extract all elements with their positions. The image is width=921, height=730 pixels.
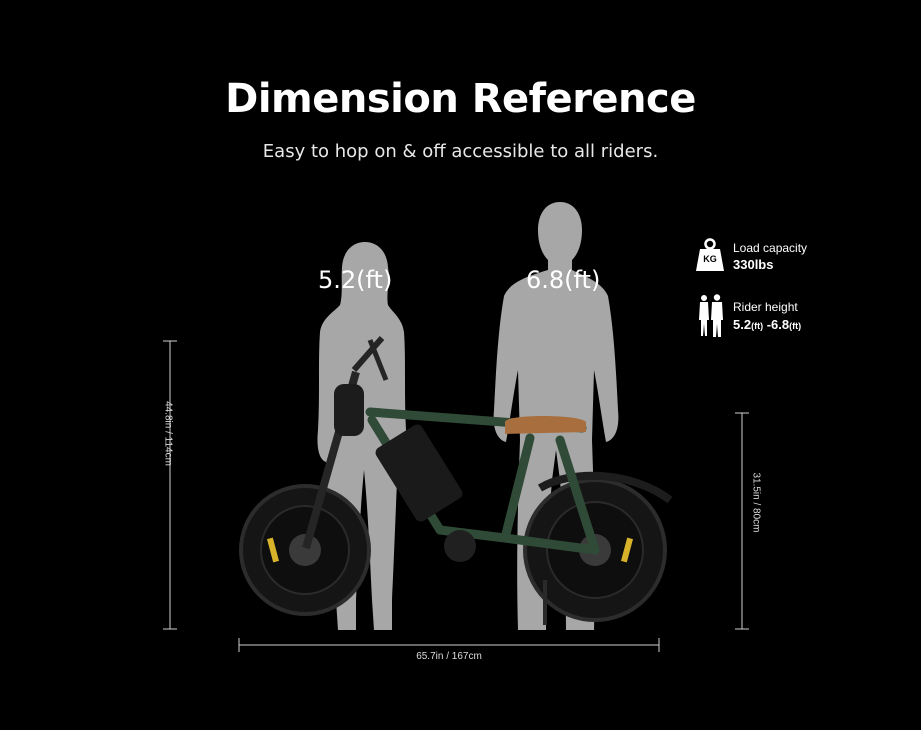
e-bike-illustration — [239, 336, 673, 625]
tall-rider-height-label: 6.8(ft) — [526, 266, 601, 294]
dimension-lines — [163, 340, 749, 652]
riders-icon — [699, 294, 723, 337]
rider-height-item: Rider height 5.2(ft) -6.8(ft) — [695, 294, 835, 338]
rider-height-value: 5.2(ft) -6.8(ft) — [733, 317, 802, 332]
page-title: Dimension Reference — [225, 76, 696, 122]
seat-height-label: 31.5in / 80cm — [750, 472, 762, 533]
bike-seat — [505, 416, 586, 434]
battery-pack — [375, 424, 463, 522]
total-height-label: 44.8in / 114cm — [162, 401, 174, 466]
kg-icon-text: KG — [703, 254, 717, 264]
short-rider-height-label: 5.2(ft) — [318, 266, 393, 294]
page-subtitle: Easy to hop on & off accessible to all r… — [262, 141, 659, 162]
load-capacity-label: Load capacity — [733, 241, 808, 255]
rider-height-label: Rider height — [733, 300, 798, 314]
load-capacity-value: 330lbs — [733, 257, 774, 272]
bike-length-label: 65.7in / 167cm — [416, 651, 482, 662]
load-capacity-item: KG Load capacity 330lbs — [695, 238, 835, 274]
weight-kg-icon — [696, 238, 724, 271]
